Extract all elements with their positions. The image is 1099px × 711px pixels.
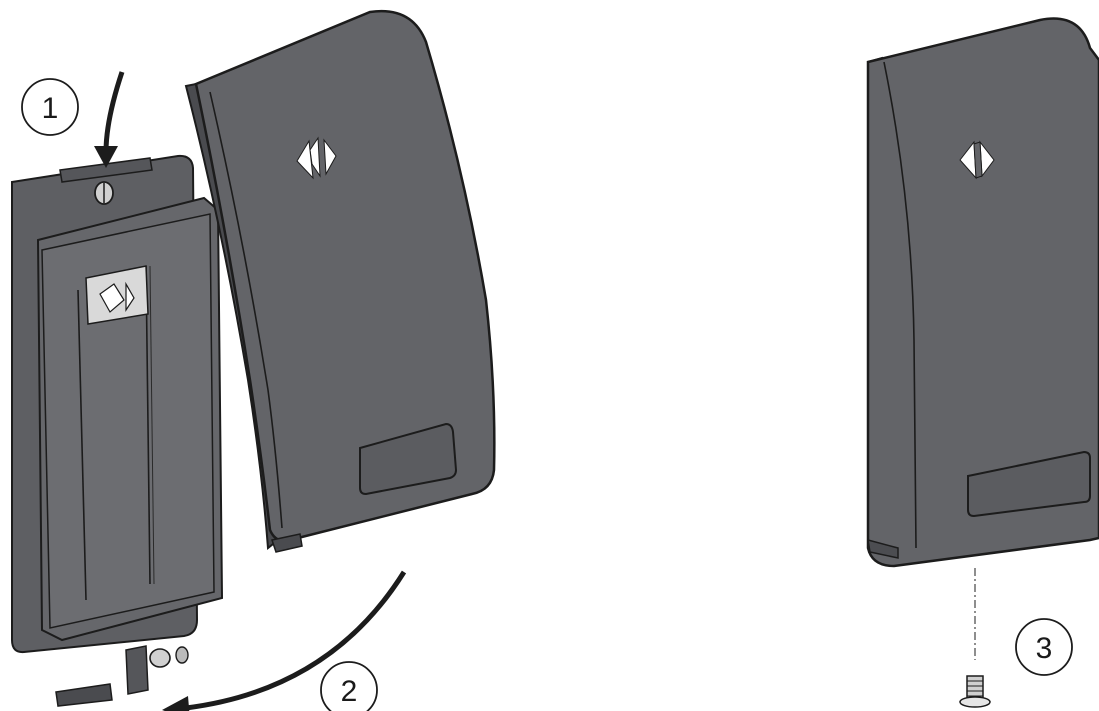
step-callout-1: 1 xyxy=(22,79,78,135)
top-screw-icon xyxy=(95,182,113,204)
step-number-2: 2 xyxy=(341,675,358,708)
reader-closed xyxy=(868,19,1099,707)
curved-arrow-icon xyxy=(94,72,122,168)
reader-cover-tilted xyxy=(186,11,494,552)
step-callout-3: 3 xyxy=(1016,619,1072,675)
step-number-1: 1 xyxy=(42,92,59,125)
step-callout-2: 2 xyxy=(321,662,377,711)
bottom-screw-icon xyxy=(150,647,188,667)
mounting-plate xyxy=(12,156,222,706)
step-number-3: 3 xyxy=(1036,632,1053,665)
screw-icon xyxy=(960,676,990,707)
